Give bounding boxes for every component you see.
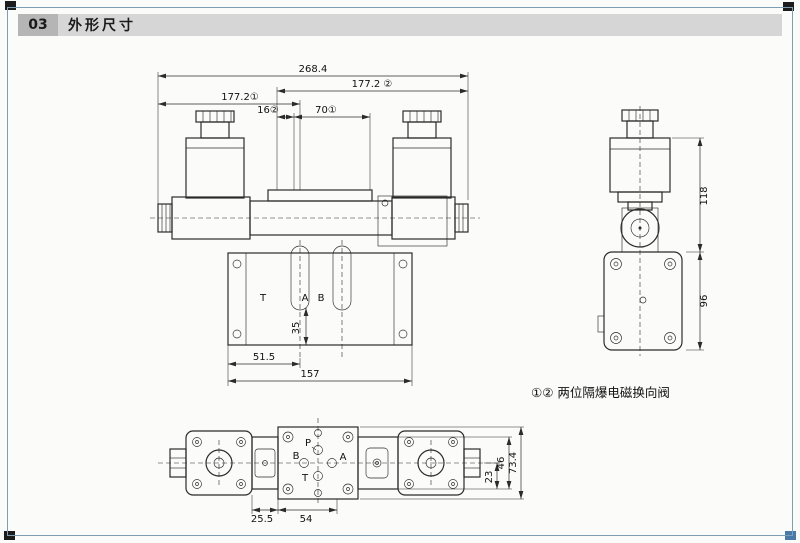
port-b-hole <box>299 458 309 468</box>
section-code: 03 <box>18 14 58 36</box>
port-a-hole <box>327 458 337 468</box>
dim-51-5: 51.5 <box>253 352 275 363</box>
left-cable-gland-icon <box>195 110 235 123</box>
front-port-b-label: B <box>318 293 325 304</box>
armature-tube-circle <box>620 208 660 248</box>
dim-25-5: 25.5 <box>251 514 273 525</box>
dim-35: 35 <box>291 322 302 335</box>
right-cable-gland-icon <box>402 110 442 123</box>
port-a-bore <box>290 245 310 311</box>
dim-70-v1: 70① <box>315 105 337 116</box>
dim-46: 46 <box>496 457 507 470</box>
corner-mark-top-right <box>783 2 794 11</box>
dim-157: 157 <box>300 369 319 380</box>
front-port-t-label: T <box>259 293 267 304</box>
port-t-hole <box>313 471 323 481</box>
section-title: 外形尺寸 <box>68 18 136 34</box>
dim-96: 96 <box>699 295 710 308</box>
dim-54: 54 <box>300 514 313 525</box>
dim-16-v2: 16② <box>257 105 279 116</box>
front-port-a-label: A <box>302 293 309 304</box>
port-b-bore <box>332 245 352 311</box>
dim-177-2-v2: 177.2 ② <box>352 79 393 90</box>
valve-body-front <box>157 189 469 247</box>
dim-23: 23 <box>484 471 495 484</box>
figure-caption: ①② 两位隔爆电磁换向阀 <box>531 385 670 400</box>
side-valve-body <box>597 251 683 351</box>
side-view: 118 96 <box>597 106 710 356</box>
top-mounting-flange: P B A T <box>277 426 359 500</box>
front-dimensions: 268.4 177.2 ② 177.2① 16② 70① 35 <box>157 64 469 386</box>
dim-118: 118 <box>699 186 710 205</box>
dim-73-4: 73.4 <box>508 452 519 474</box>
top-port-p-label: P <box>305 438 311 449</box>
front-view: T A B 268.4 177.2 ② 177.2① <box>150 64 480 386</box>
top-dimensions: 25.5 54 23 46 73.4 <box>251 426 524 525</box>
subplate-block <box>227 240 413 358</box>
top-port-b-label: B <box>293 451 300 462</box>
section-header: 03 外形尺寸 <box>18 14 782 36</box>
dim-177-2-v1: 177.2① <box>221 92 259 103</box>
top-port-t-label: T <box>301 473 309 484</box>
right-solenoid <box>392 110 452 199</box>
top-left-solenoid <box>169 430 279 496</box>
junction-box <box>377 195 448 247</box>
top-view: P B A T <box>158 418 524 525</box>
port-p-hole <box>313 445 323 455</box>
dim-268-4: 268.4 <box>299 64 328 75</box>
side-dimensions: 118 96 <box>672 137 710 351</box>
corner-mark-top-left <box>5 1 16 10</box>
top-port-a-label: A <box>340 452 347 463</box>
left-solenoid <box>185 110 245 199</box>
